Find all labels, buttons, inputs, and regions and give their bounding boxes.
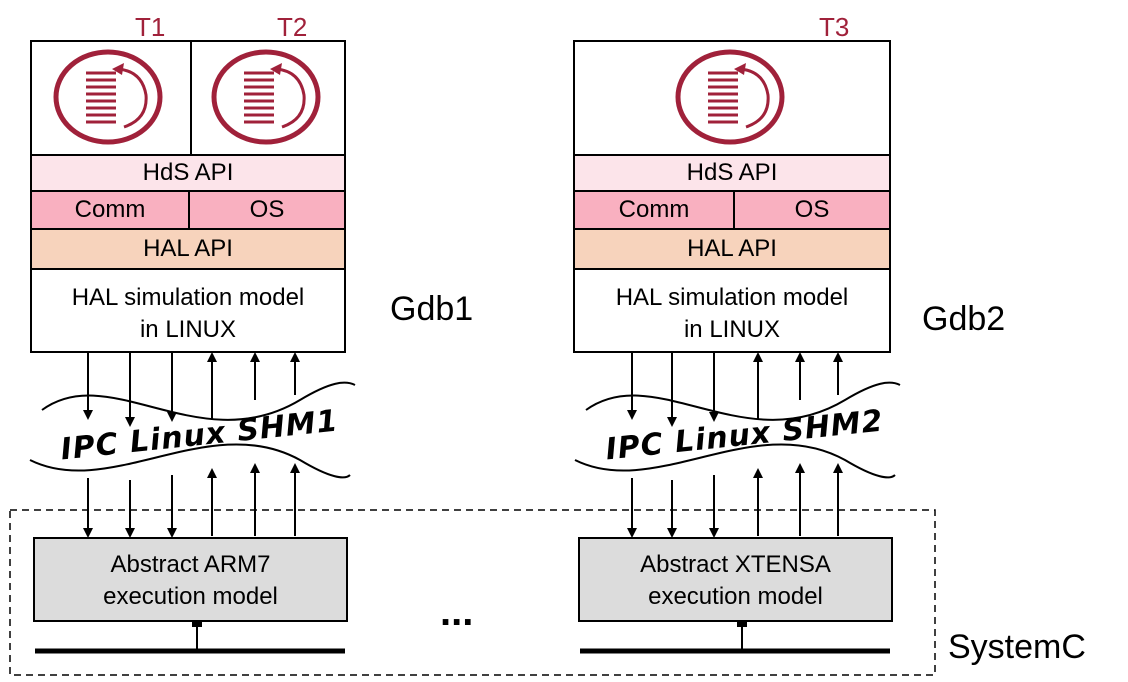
exec-line1-2: Abstract XTENSA bbox=[640, 551, 831, 578]
comm-layer-1: Comm bbox=[30, 190, 190, 230]
systemc-boundary bbox=[9, 509, 936, 676]
task-icon-t3 bbox=[675, 49, 785, 145]
ipc-band-2 bbox=[574, 381, 901, 479]
exec-line2-2: execution model bbox=[648, 583, 823, 610]
task-label-t3: T3 bbox=[819, 12, 850, 42]
os-layer-2: OS bbox=[733, 190, 891, 230]
task-box-t2 bbox=[190, 40, 346, 156]
hal-api-label-2: HAL API bbox=[687, 235, 777, 262]
os-label-1: OS bbox=[249, 196, 285, 223]
hal-model-box-2: HAL simulation model in LINUX bbox=[573, 268, 891, 353]
ipc-word-ipc-2: IPC bbox=[603, 426, 666, 468]
exec-model-label-1: Abstract ARM7 execution model bbox=[35, 549, 346, 613]
ipc-word-ipc-1: IPC bbox=[58, 426, 121, 468]
ipc-exec-arrows-1 bbox=[83, 463, 300, 538]
systemc-label: SystemC bbox=[948, 628, 1086, 666]
hds-api-label-2: HdS API bbox=[686, 159, 778, 186]
bus-2 bbox=[580, 617, 890, 654]
task-box-t1 bbox=[30, 40, 192, 156]
exec-model-label-2: Abstract XTENSA execution model bbox=[580, 549, 891, 613]
debugger-label-2: Gdb2 bbox=[922, 300, 1006, 338]
comm-label-1: Comm bbox=[74, 196, 146, 223]
exec-line1-1: Abstract ARM7 bbox=[110, 551, 271, 578]
ipc-word-index-2: 2 bbox=[859, 403, 886, 441]
ipc-word-index-1: 1 bbox=[314, 403, 341, 441]
ipc-band-1 bbox=[29, 381, 356, 479]
task-label-t2: T2 bbox=[277, 12, 308, 42]
task-icon-t1 bbox=[53, 49, 163, 145]
hds-api-layer-2: HdS API bbox=[573, 154, 891, 192]
exec-model-box-1: Abstract ARM7 execution model bbox=[33, 537, 348, 622]
os-layer-1: OS bbox=[188, 190, 346, 230]
comm-layer-2: Comm bbox=[573, 190, 735, 230]
hal-model-box-1: HAL simulation model in LINUX bbox=[30, 268, 346, 353]
ipc-exec-arrows-2 bbox=[627, 463, 843, 538]
hds-api-label-1: HdS API bbox=[142, 159, 234, 186]
hal-ipc-arrows-1 bbox=[83, 352, 300, 427]
debugger-label-1: Gdb1 bbox=[390, 290, 474, 328]
hal-model-label-2: HAL simulation model in LINUX bbox=[575, 282, 889, 346]
hal-model-line2-2: in LINUX bbox=[683, 316, 781, 343]
comm-label-2: Comm bbox=[618, 196, 690, 223]
task-box-t3 bbox=[573, 40, 891, 156]
hal-ipc-arrows-2 bbox=[627, 352, 843, 427]
hal-model-label-1: HAL simulation model in LINUX bbox=[32, 282, 344, 346]
bus-1 bbox=[35, 617, 345, 654]
hal-api-label-1: HAL API bbox=[143, 235, 233, 262]
os-label-2: OS bbox=[794, 196, 830, 223]
hal-api-layer-1: HAL API bbox=[30, 228, 346, 270]
task-label-t1: T1 bbox=[135, 12, 166, 42]
exec-line2-1: execution model bbox=[103, 583, 278, 610]
task-icon-t2 bbox=[211, 49, 321, 145]
exec-model-box-2: Abstract XTENSA execution model bbox=[578, 537, 893, 622]
hds-api-layer-1: HdS API bbox=[30, 154, 346, 192]
hal-model-line2-1: in LINUX bbox=[139, 316, 237, 343]
hal-api-layer-2: HAL API bbox=[573, 228, 891, 270]
hal-model-line1-2: HAL simulation model bbox=[615, 284, 849, 311]
hal-model-line1-1: HAL simulation model bbox=[71, 284, 305, 311]
ellipsis: ... bbox=[440, 590, 474, 634]
